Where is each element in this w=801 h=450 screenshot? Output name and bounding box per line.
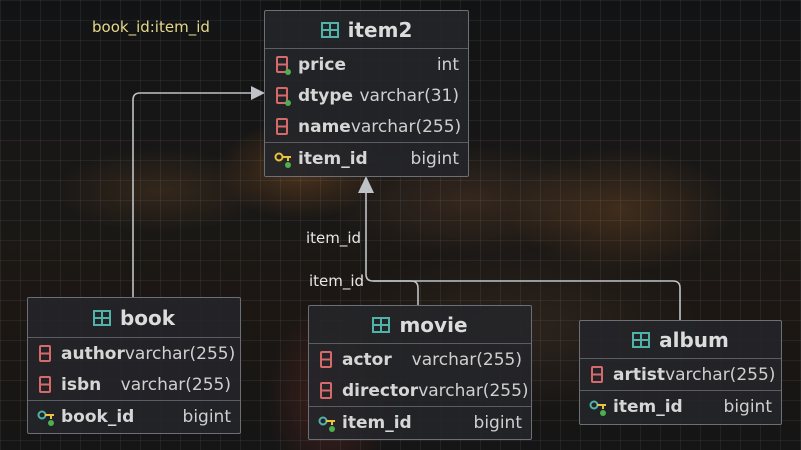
column-name: item_id — [298, 148, 368, 169]
column-type: varchar(255) — [120, 374, 231, 395]
column-name: item_id — [613, 396, 683, 417]
column-icon — [39, 344, 51, 362]
table-movie[interactable]: movie actor varchar(255) director varcha… — [308, 305, 532, 440]
column-icon — [276, 86, 291, 106]
primary-key-row[interactable]: book_id bigint — [28, 400, 240, 432]
column-type: varchar(255) — [665, 364, 776, 385]
table-grid-icon — [92, 309, 111, 326]
column-row[interactable]: director varchar(255) — [309, 375, 531, 406]
edge-label-album-fk: item_id — [309, 272, 365, 290]
column-row[interactable]: isbn varchar(255) — [28, 369, 240, 400]
column-row[interactable]: actor varchar(255) — [309, 344, 531, 375]
table-grid-icon — [320, 21, 339, 38]
table-grid-icon — [632, 331, 651, 348]
primary-key-row[interactable]: item_id bigint — [265, 142, 468, 174]
column-icon — [320, 350, 332, 368]
column-name: director — [342, 380, 419, 401]
column-type: bigint — [182, 406, 231, 427]
inheritance-arrowhead — [358, 176, 374, 193]
primary-key-row[interactable]: item_id bigint — [580, 390, 781, 422]
primary-key-icon — [37, 410, 54, 426]
column-type: bigint — [473, 412, 522, 433]
column-icon — [276, 55, 291, 75]
column-type: bigint — [410, 148, 459, 169]
column-row[interactable]: name varchar(255) — [265, 111, 468, 142]
primary-key-icon — [274, 152, 291, 168]
column-row[interactable]: price int — [265, 49, 468, 80]
album-to-item2-link — [373, 280, 681, 320]
table-header: movie — [309, 306, 531, 344]
table-album[interactable]: album artist varchar(255) item_id bigint — [579, 320, 782, 425]
column-name: price — [298, 54, 346, 75]
column-name: artist — [613, 364, 666, 385]
movie-to-item2-link — [365, 178, 419, 305]
edge-label-book-fk: book_id:item_id — [92, 18, 210, 36]
column-row[interactable]: dtype varchar(31) — [265, 80, 468, 111]
column-type: bigint — [723, 396, 772, 417]
column-type: varchar(255) — [350, 116, 462, 137]
primary-key-icon — [589, 400, 606, 416]
table-grid-icon — [372, 316, 391, 333]
edge-label-movie-fk: item_id — [306, 229, 362, 247]
column-type: varchar(255) — [418, 380, 529, 401]
table-name: book — [119, 305, 176, 330]
primary-key-row[interactable]: item_id bigint — [309, 406, 531, 438]
table-name: movie — [399, 312, 468, 337]
column-name: author — [61, 343, 125, 364]
table-header: item2 — [265, 11, 468, 49]
table-header: book — [28, 298, 240, 338]
column-name: actor — [342, 349, 392, 370]
column-type: varchar(255) — [124, 343, 236, 364]
column-icon — [276, 117, 288, 135]
column-icon — [39, 375, 51, 393]
column-type: varchar(255) — [411, 349, 522, 370]
column-type: varchar(31) — [359, 85, 459, 106]
table-item2[interactable]: item2 price int dtype varchar(31) name v… — [264, 10, 469, 177]
column-name: dtype — [298, 85, 354, 106]
primary-key-icon — [318, 416, 335, 432]
book-to-item2-link — [132, 86, 265, 298]
column-icon — [591, 365, 603, 383]
column-row[interactable]: artist varchar(255) — [580, 359, 781, 390]
table-name: item2 — [347, 17, 413, 42]
column-name: name — [298, 116, 351, 137]
table-book[interactable]: book author varchar(255) isbn varchar(25… — [27, 297, 241, 434]
table-header: album — [580, 321, 781, 359]
column-type: int — [436, 54, 459, 75]
column-row[interactable]: author varchar(255) — [28, 338, 240, 369]
column-name: book_id — [61, 406, 135, 427]
column-icon — [320, 381, 332, 399]
column-name: isbn — [61, 374, 102, 395]
table-name: album — [659, 327, 729, 352]
column-name: item_id — [342, 412, 412, 433]
